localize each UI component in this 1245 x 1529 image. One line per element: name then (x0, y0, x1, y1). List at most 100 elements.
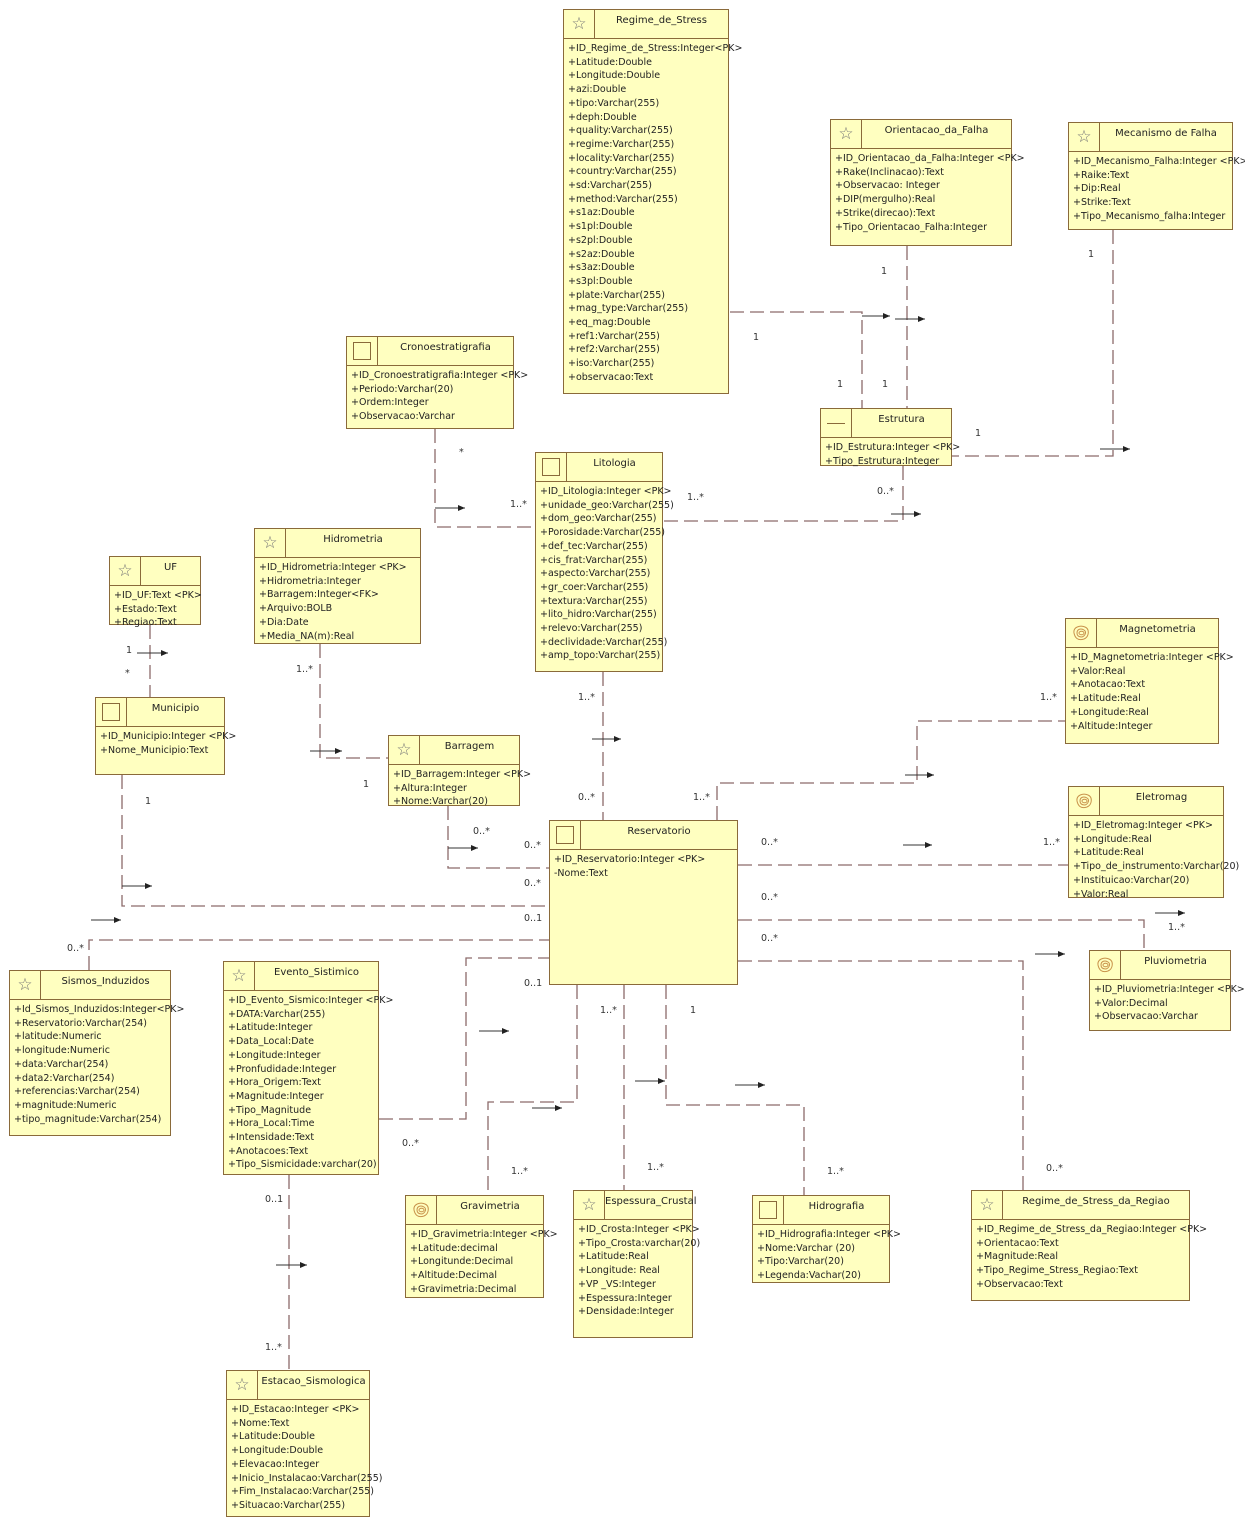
attribute: +s2pl:Double (568, 234, 633, 246)
attribute: +Gravimetria:Decimal (410, 1283, 517, 1295)
multiplicity-label: 1 (882, 379, 889, 390)
attribute: +ID_Barragem:Integer <PK> (393, 769, 532, 780)
star-icon: ☆ (972, 1191, 1003, 1219)
attribute: +deph:Double (568, 111, 637, 123)
class-evento-sistimico[interactable]: ☆Evento_Sistimico+ID_Evento_Sismico:Inte… (223, 961, 393, 1175)
contour-map-icon (406, 1196, 437, 1224)
star-icon: ☆ (227, 1371, 258, 1399)
attribute: +Longitude:Real (1073, 833, 1152, 845)
multiplicity-label: 1 (363, 779, 370, 790)
attribute: +regime:Varchar(255) (568, 138, 675, 150)
class-barragem[interactable]: ☆Barragem+ID_Barragem:Integer <PK>+Altur… (388, 735, 532, 807)
attribute: +Observacao:Varchar (351, 411, 455, 423)
attribute: +ID_Gravimetria:Integer <PK> (410, 1229, 558, 1240)
multiplicity-label: 0..* (67, 943, 84, 954)
attribute: +Latitude:Integer (228, 1022, 313, 1034)
attribute: +Legenda:Vachar(20) (757, 1270, 861, 1282)
attribute: +tipo:Varchar(255) (568, 97, 660, 109)
class-header: ☆Mecanismo de Falha (1069, 123, 1232, 152)
attribute: +ID_Eletromag:Integer <PK> (1073, 820, 1213, 831)
attribute: +unidade_geo:Varchar(255) (540, 499, 674, 511)
attribute: +Magnitude:Real (976, 1251, 1058, 1263)
class-reservatorio[interactable]: Reservatorio+ID_Reservatorio:Integer <PK… (549, 820, 738, 985)
attribute: +latitude:Numeric (14, 1031, 102, 1043)
link-reservatorio-gravimetria (487, 985, 578, 1195)
multiplicity-label: 1..* (510, 499, 527, 510)
attribute: +lito_hidro:Varchar(255) (540, 609, 657, 621)
class-regime-de-stress-da-regiao[interactable]: ☆Regime_de_Stress_da_Regiao+ID_Regime_de… (971, 1190, 1208, 1301)
attribute: +Periodo:Varchar(20) (351, 383, 454, 395)
attribute: +Data_Local:Date (228, 1036, 314, 1048)
link-sismos-reservatorio (88, 939, 549, 970)
class-gravimetria[interactable]: Gravimetria+ID_Gravimetria:Integer <PK>+… (405, 1195, 558, 1300)
multiplicity-label: 1..* (1043, 837, 1060, 848)
attribute: +eq_mag:Double (568, 317, 651, 329)
multiplicity-label: * (125, 668, 130, 679)
attribute: +Nome_Municipio:Text (100, 744, 209, 756)
attribute: +Latitude:Double (231, 1431, 315, 1443)
class-uf[interactable]: ☆UF+ID_UF:Text <PK>+Estado:Text+Regiao:T… (109, 556, 202, 628)
attribute: +locality:Varchar(255) (568, 152, 675, 164)
attribute: +Tipo_Regime_Stress_Regiao:Text (976, 1265, 1138, 1277)
link-hidrometria-barragem (319, 644, 388, 759)
class-attributes: +ID_Regime_de_Stress_da_Regiao:Integer <… (972, 1220, 1208, 1295)
attribute: +Situacao:Varchar(255) (231, 1499, 346, 1511)
attribute: +Dia:Date (259, 616, 309, 628)
attribute: +ID_Regime_de_Stress:Integer<PK> (568, 43, 743, 54)
attribute: +ID_Regime_de_Stress_da_Regiao:Integer <… (976, 1224, 1208, 1235)
attribute: +Tipo_Mecanismo_falha:Integer (1073, 210, 1226, 222)
link-crono-litologia (434, 429, 535, 528)
attribute: +Dip:Real (1073, 183, 1121, 195)
class-attributes: +ID_Gravimetria:Integer <PK>+Latitude:de… (406, 1225, 558, 1300)
link-mecanismo-estrutura (952, 230, 1114, 457)
class-mecanismo-de-falha[interactable]: ☆Mecanismo de Falha+ID_Mecanismo_Falha:I… (1068, 122, 1245, 230)
attribute: +Tipo_Magnitude (228, 1104, 312, 1116)
attribute: +ID_Orientacao_da_Falha:Integer <PK> (835, 153, 1025, 164)
attribute: +cis_frat:Varchar(255) (540, 554, 648, 566)
multiplicity-label: 0..* (578, 792, 595, 803)
class-hidrometria[interactable]: ☆Hidrometria+ID_Hidrometria:Integer <PK>… (254, 528, 421, 644)
class-attributes: +ID_Evento_Sismico:Integer <PK>+DATA:Var… (224, 991, 393, 1175)
class-sismos-induzidos[interactable]: ☆Sismos_Induzidos+Id_Sismos_Induzidos:In… (9, 970, 184, 1136)
attribute: +Strike(direcao):Text (835, 207, 936, 219)
class-hidrografia[interactable]: Hidrografia+ID_Hidrografia:Integer <PK>+… (752, 1195, 901, 1286)
class-name: Cronoestratigrafia (400, 342, 491, 353)
multiplicity-label: 1 (881, 266, 888, 277)
multiplicity-label: 1 (975, 428, 982, 439)
attribute: +Hora_Local:Time (228, 1118, 315, 1130)
class-estrutura[interactable]: Estrutura+ID_Estrutura:Integer <PK>+Tipo… (820, 408, 960, 467)
attribute: +Observacao:Varchar (1094, 1011, 1198, 1023)
class-attributes: +ID_Hidrografia:Integer <PK>+Nome:Varcha… (753, 1225, 901, 1286)
attribute: +Densidade:Integer (578, 1306, 674, 1318)
class-cronoestratigrafia[interactable]: Cronoestratigrafia+ID_Cronoestratigrafia… (346, 336, 528, 429)
attribute: +ID_Crosta:Integer <PK> (578, 1224, 700, 1235)
attribute: +Altitude:Decimal (410, 1270, 498, 1282)
class-header: ☆Hidrometria (255, 529, 420, 558)
attribute: +ID_Pluviometria:Integer <PK> (1094, 984, 1245, 995)
attribute: +Strike:Text (1073, 197, 1131, 209)
class-municipio[interactable]: Municipio+ID_Municipio:Integer <PK>+Nome… (95, 697, 236, 775)
multiplicity-label: 1..* (1040, 692, 1057, 703)
attribute: +Longitude:Double (568, 70, 661, 82)
star-icon: ☆ (1069, 123, 1100, 151)
class-espessura-crustal[interactable]: ☆Espessura_Crustal+ID_Crosta:Integer <PK… (573, 1190, 700, 1338)
class-eletromag[interactable]: Eletromag+ID_Eletromag:Integer <PK>+Long… (1068, 786, 1239, 900)
class-estacao-sismologica[interactable]: ☆Estacao_Sismologica+ID_Estacao:Integer … (226, 1370, 382, 1517)
class-header: ☆Regime_de_Stress (564, 10, 728, 39)
attribute: +ID_Magnetometria:Integer <PK> (1070, 652, 1234, 663)
class-pluviometria[interactable]: Pluviometria+ID_Pluviometria:Integer <PK… (1089, 950, 1245, 1031)
attribute: +s3az:Double (568, 262, 635, 274)
link-reservatorio-regime-regiao (738, 960, 1024, 1190)
attribute: +observacao:Text (568, 371, 654, 383)
contour-map-icon (1066, 619, 1097, 647)
attribute: +Longitude:Integer (228, 1049, 321, 1061)
class-regime-de-stress[interactable]: ☆Regime_de_Stress +ID_Regime_de_Stress:In… (563, 9, 743, 394)
attribute: +s3pl:Double (568, 275, 633, 287)
multiplicity-label: 0..1 (524, 913, 543, 924)
star-icon: ☆ (831, 120, 862, 148)
class-magnetometria[interactable]: Magnetometria+ID_Magnetometria:Integer <… (1065, 618, 1234, 744)
class-orientacao-da-falha[interactable]: ☆Orientacao_da_Falha+ID_Orientacao_da_Fa… (830, 119, 1025, 246)
class-litologia[interactable]: Litologia+ID_Litologia:Integer <PK>+unid… (535, 452, 674, 672)
multiplicity-label: 1..* (687, 492, 704, 503)
multiplicity-label: 1..* (600, 1005, 617, 1016)
